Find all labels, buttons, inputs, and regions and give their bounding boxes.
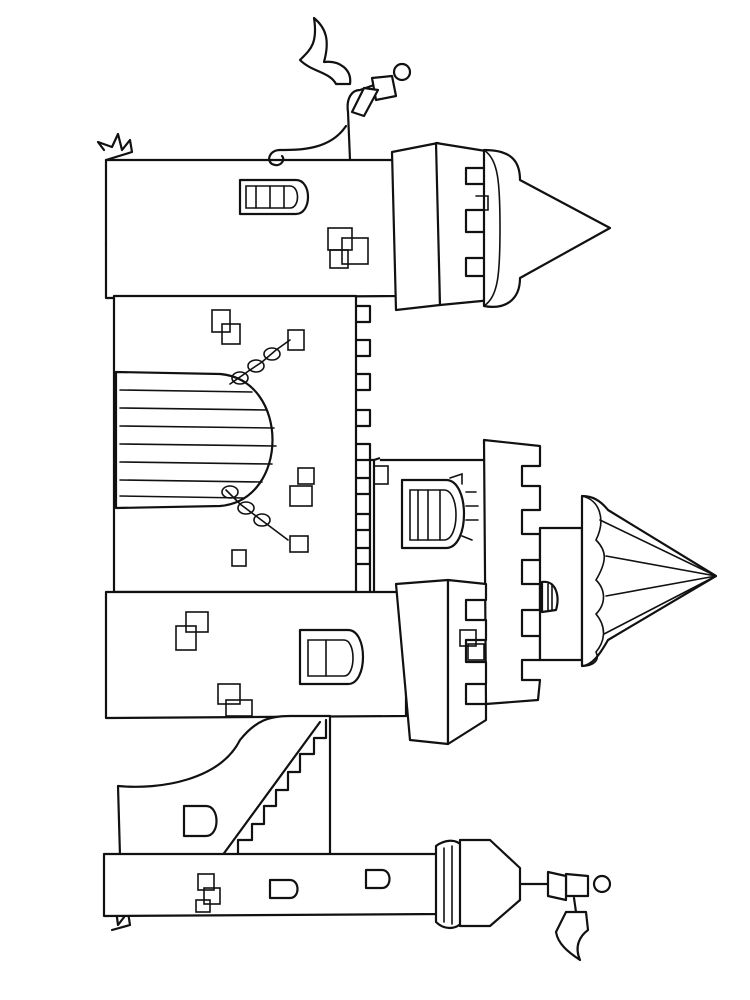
flag-bottom <box>546 870 612 962</box>
staircase-wall <box>116 714 332 858</box>
tower-bottom <box>102 838 550 930</box>
flag-top <box>268 16 412 167</box>
tower-top <box>104 141 612 312</box>
curtain-wall <box>112 294 372 594</box>
pavilion-roof <box>538 494 718 668</box>
central-keep <box>368 438 542 706</box>
tower-middle <box>104 578 488 746</box>
